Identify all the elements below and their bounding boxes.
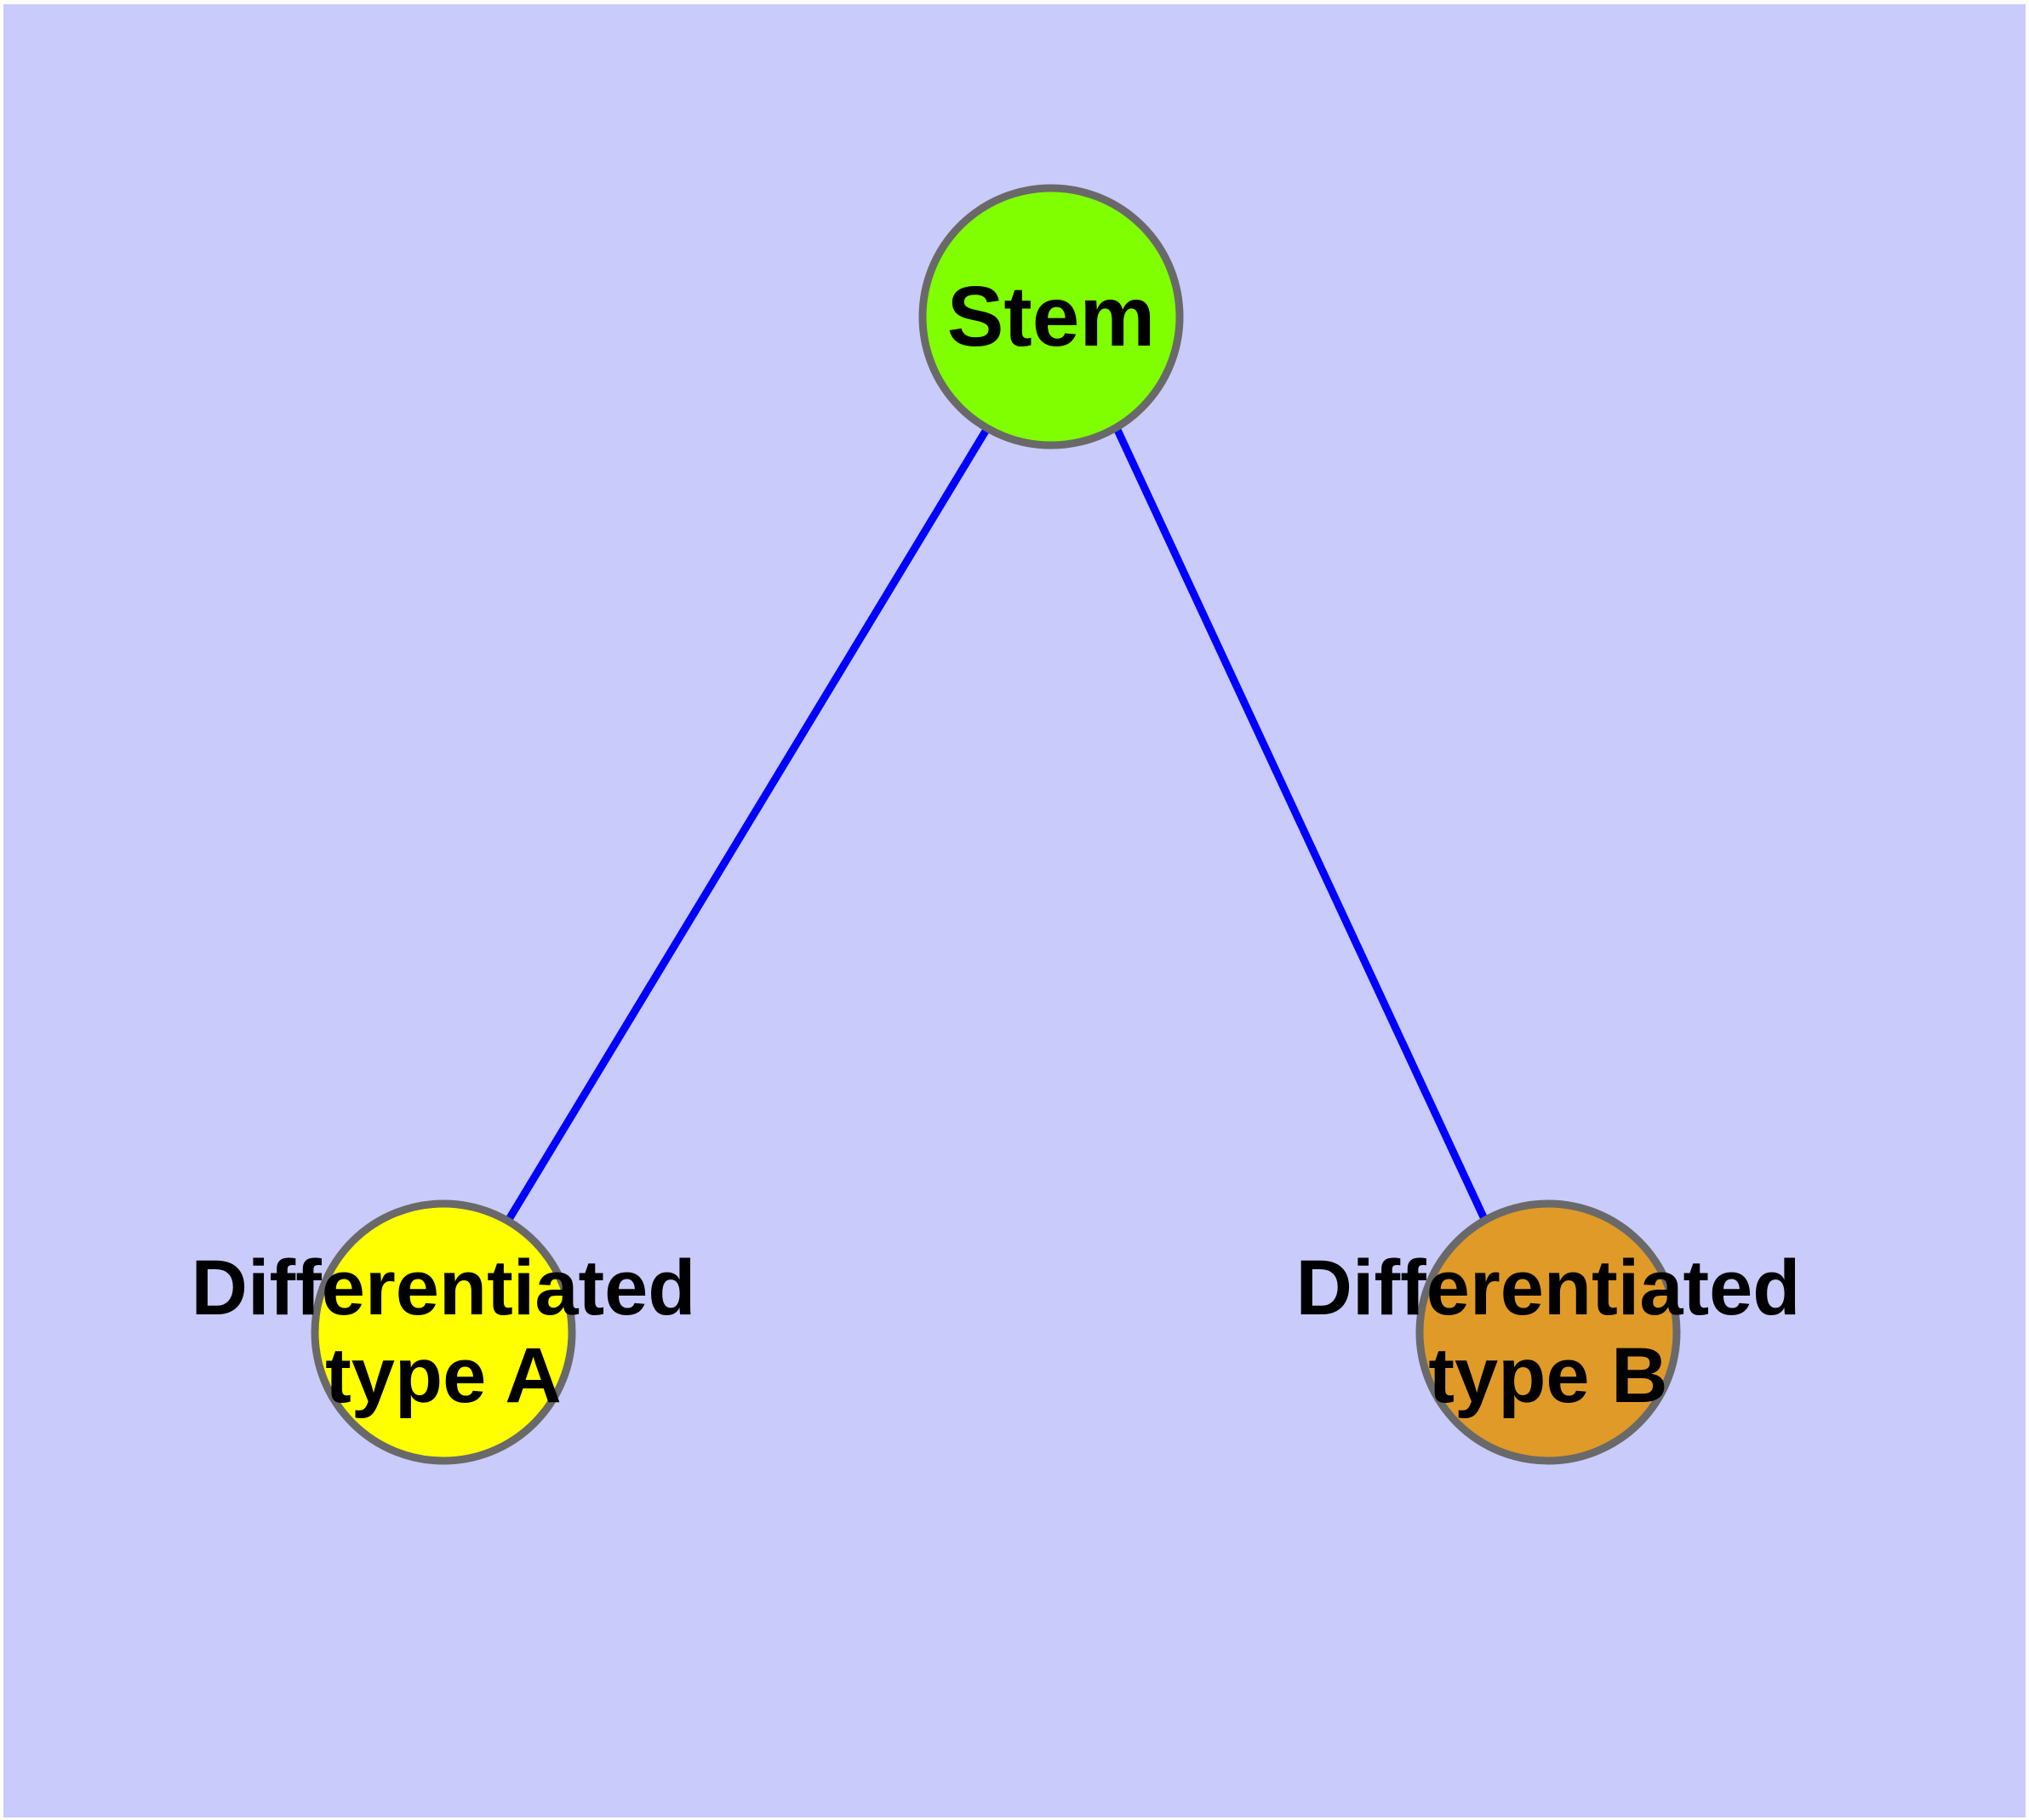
edge-layer [505, 426, 1489, 1223]
node-circle-differentiated-type-a[interactable] [311, 1199, 576, 1465]
edge-stem-to-differentiated-a [505, 426, 991, 1223]
node-layer [311, 184, 1681, 1465]
node-circle-differentiated-type-b[interactable] [1415, 1199, 1681, 1465]
node-circle-stem[interactable] [918, 184, 1184, 449]
edge-stem-to-differentiated-b [1113, 428, 1489, 1222]
